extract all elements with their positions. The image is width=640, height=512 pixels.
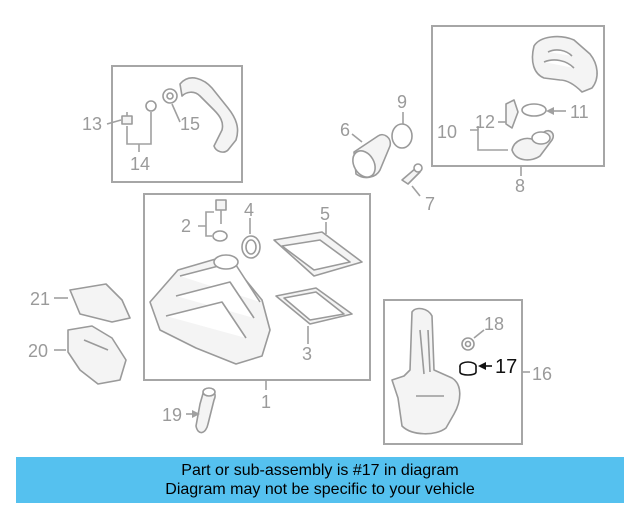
callout-15: 15 [180,114,200,134]
leader-6 [351,133,363,143]
callout-16: 16 [532,364,552,384]
info-banner: Part or sub-assembly is #17 in diagram D… [16,457,624,503]
leader-7 [411,185,421,197]
callout-6: 6 [340,120,350,140]
callout-8: 8 [515,176,525,196]
air-filter-part-3 [275,287,353,325]
callout-4: 4 [244,200,254,220]
leader-18 [473,329,485,339]
clamp-part-11 [521,103,547,117]
grommet-part [145,100,157,112]
air-cleaner-housing [149,254,271,365]
banner-line-disclaimer: Diagram may not be specific to your vehi… [165,481,475,498]
callout-10: 10 [437,122,457,142]
callout-13: 13 [82,114,102,134]
air-flow-sensor-part-6 [352,133,392,179]
bolt-part-2 [215,199,227,224]
callout-1: 1 [261,392,271,412]
bolt-part-13 [121,112,133,125]
callout-18: 18 [484,314,504,334]
callout-9: 9 [397,92,407,112]
callout-17-highlighted: 17 [495,356,517,378]
hose-part-15 [179,77,239,153]
sensor-part [505,99,519,129]
elbow-part [511,129,555,161]
group-box-hose-assembly [111,65,243,183]
callout-2: 2 [181,216,191,236]
callout-3: 3 [302,344,312,364]
bolt-part-7 [401,163,423,185]
leader-13 [106,119,122,125]
group-box-intake-duct [431,25,605,167]
callout-12: 12 [475,112,495,132]
arrow-17 [478,362,486,370]
group-box-air-cleaner [143,193,371,381]
callout-11: 11 [570,102,589,122]
arrow-11 [546,107,554,115]
clip-part-18 [461,337,475,351]
bracket-leader-2 [198,211,214,237]
callout-19: 19 [162,405,182,425]
arrow-19 [192,410,200,418]
grommet-part-17-highlighted [459,361,477,376]
hose-part-19 [195,387,216,434]
resonator-part [391,307,461,435]
leader-15 [171,103,181,123]
clip-part [162,88,178,104]
cover-part-21 [69,283,131,323]
callout-20: 20 [28,341,48,361]
callout-14: 14 [130,154,150,174]
filter-cover-part-5 [273,231,363,277]
banner-line-part-number: Part or sub-assembly is #17 in diagram [181,462,459,479]
duct-part-20 [67,325,127,385]
seal-ring-part-4 [241,235,261,259]
callout-5: 5 [320,204,330,224]
callout-21: 21 [30,289,50,309]
grommet-part-2 [212,230,228,242]
bracket-leader-10 [470,129,508,151]
duct-part-8 [531,35,598,93]
callout-7: 7 [425,194,435,214]
clamp-part-9 [391,123,413,149]
